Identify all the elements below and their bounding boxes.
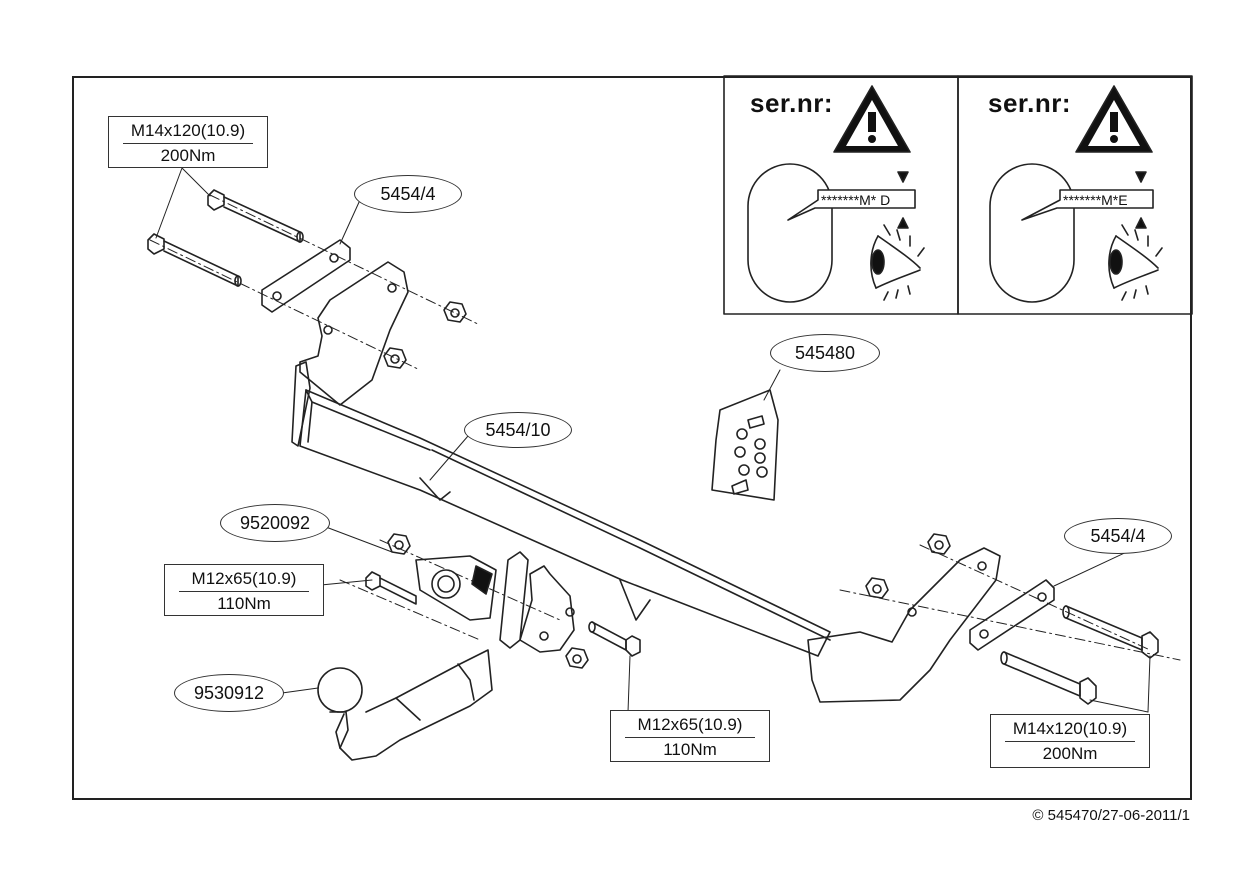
bolt-kit-bag (711, 389, 779, 501)
arrow-down-icon (897, 171, 1147, 229)
bolt-m14-bottom (147, 233, 242, 287)
serial-panel-e (957, 75, 1193, 315)
drawing-frame (72, 76, 1192, 800)
serial-label: ser.nr: (750, 88, 833, 118)
bolt-spec-callout: M12x65(10.9) 110Nm (164, 564, 324, 616)
socket-plate (415, 555, 497, 621)
part-label-socket-plate: 9520092 (220, 504, 330, 542)
part-label-bolt-kit: 545480 (770, 334, 880, 372)
mounting-flange (519, 565, 575, 653)
bolt-spec-callout: M14x120(10.9) 200Nm (108, 116, 268, 168)
bolt-m14-right-bottom (1000, 651, 1097, 705)
eye-icon (870, 224, 925, 301)
bolt-m14-top (207, 189, 304, 243)
part-label-towball: 9530912 (174, 674, 284, 712)
nut (865, 577, 889, 599)
bolt-torque: 200Nm (1042, 744, 1098, 763)
eye-icon (1108, 224, 1163, 301)
serial-code-d: *******M* D (821, 192, 891, 208)
serial-code-e: *******M*E (1063, 192, 1128, 208)
serial-plate-outline (989, 163, 1075, 303)
towball-assembly (317, 649, 493, 761)
bolt-m12-center (588, 621, 641, 657)
backing-plate-right (969, 579, 1055, 651)
nut (927, 533, 951, 555)
nut (387, 533, 411, 555)
serial-plate-outline (747, 163, 833, 303)
backing-plate-left (261, 239, 351, 313)
bolt-m14-right-top (1062, 605, 1159, 659)
bolt-kit-contents (731, 415, 768, 495)
bolt-spec: M12x65(10.9) (179, 565, 309, 592)
bracket-right (807, 547, 1001, 703)
warning-icon (1075, 85, 1153, 153)
part-label-crossbar: 5454/10 (464, 412, 572, 448)
warning-icon (833, 85, 911, 153)
bolt-spec: M12x65(10.9) (625, 711, 755, 738)
bolt-spec-callout: M12x65(10.9) 110Nm (610, 710, 770, 762)
part-label-plate-left: 5454/4 (354, 175, 462, 213)
part-label-plate-right: 5454/4 (1064, 518, 1172, 554)
nut (383, 347, 407, 369)
leader-lines (155, 167, 1151, 713)
bolt-torque: 110Nm (663, 740, 717, 759)
bolt-torque: 200Nm (160, 146, 216, 165)
copyright-symbol: © (1032, 807, 1044, 824)
bolt-torque: 110Nm (217, 594, 271, 613)
nut (565, 647, 589, 669)
nut (443, 301, 467, 323)
bolt-spec: M14x120(10.9) (123, 117, 253, 144)
bolt-spec: M14x120(10.9) (1005, 715, 1135, 742)
bolt-spec-callout: M14x120(10.9) 200Nm (990, 714, 1150, 768)
bolt-m12-left (365, 571, 417, 605)
doc-ref: 545470/27-06-2011/1 (1047, 807, 1190, 824)
crossbar-tube (291, 361, 831, 657)
document-reference: © 545470/27-06-2011/1 (1032, 807, 1190, 824)
serial-label: ser.nr: (988, 88, 1071, 118)
